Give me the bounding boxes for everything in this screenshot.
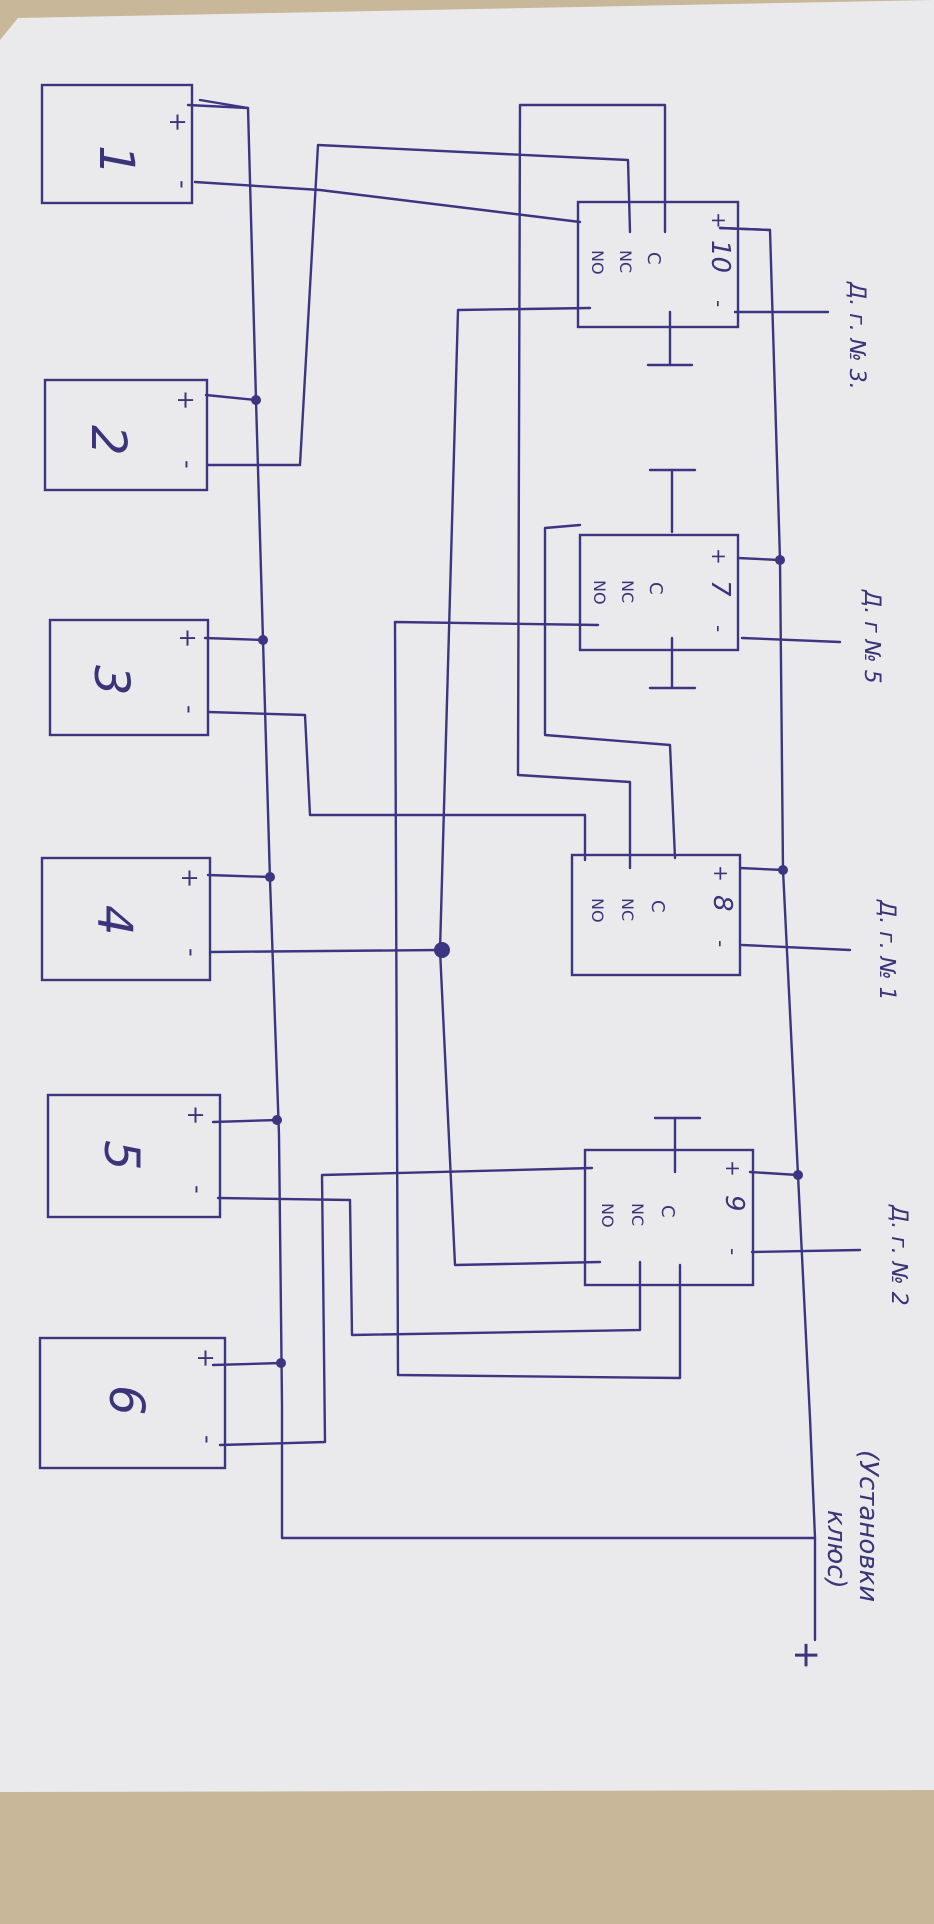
relay-7: + 7 - C NC NO Д. г № 5 xyxy=(578,533,884,684)
relay-8-nc: NC xyxy=(618,898,637,921)
relay-9-minus: - xyxy=(721,1248,745,1255)
relay-7-no: NO xyxy=(590,580,609,605)
relay-10-number: 10 xyxy=(705,240,735,273)
relay-7-number: 7 xyxy=(705,580,735,597)
relay-7-minus: - xyxy=(707,625,731,632)
block-4: 4 + - xyxy=(40,856,212,982)
block-1-plus: + xyxy=(164,112,192,132)
block-4-number: 4 xyxy=(86,905,142,936)
sensor-1-label: Д. г. № 1 xyxy=(874,899,899,1001)
power-plus: + xyxy=(786,1640,827,1670)
block-6-plus: + xyxy=(192,1348,220,1368)
relay-9-plus: + xyxy=(721,1160,745,1177)
block-2-plus: + xyxy=(172,390,200,410)
relay-8-plus: + xyxy=(709,865,733,882)
relay-8-no: NO xyxy=(588,898,607,923)
relays: + 10 - C NC NO Д. г. № 3. + 7 - C NC NO … xyxy=(570,200,911,1306)
relay-10-plus: + xyxy=(707,212,731,229)
relay-9-no: NO xyxy=(598,1203,617,1228)
relay-10-no: NO xyxy=(588,250,607,275)
junction-dot xyxy=(276,1358,286,1368)
power-supply-label: (Установки клюс) + xyxy=(786,1450,883,1670)
block-3-plus: + xyxy=(174,628,202,648)
relay-7-c: C xyxy=(645,582,666,595)
block-2: 2 + - xyxy=(43,378,209,492)
relay-9: + 9 - C NC NO Д. г. № 2 xyxy=(583,1148,911,1306)
junction-dot xyxy=(258,635,268,645)
junction-dot xyxy=(778,865,788,875)
junction-dot xyxy=(775,555,785,565)
junction-dot xyxy=(265,872,275,882)
power-label-line1: (Установки xyxy=(853,1450,883,1602)
block-3: 3 + - xyxy=(48,618,210,737)
junction-dot xyxy=(272,1115,282,1125)
relay-10: + 10 - C NC NO Д. г. № 3. xyxy=(576,200,869,390)
wire-relay7-minus xyxy=(740,636,842,644)
wire-relay7-loop xyxy=(543,523,677,860)
wire-relay10-plus xyxy=(718,226,772,232)
block-2-minus: - xyxy=(174,460,202,469)
relay-9-number: 9 xyxy=(719,1195,749,1212)
wires xyxy=(186,98,862,1642)
wire-relay7-no xyxy=(393,620,682,1380)
wire-block5-plus xyxy=(211,1118,279,1124)
wire-block4-plus xyxy=(206,873,272,879)
block-2-number: 2 xyxy=(80,425,136,456)
wire-top-loop xyxy=(516,103,667,870)
relay-8-minus: - xyxy=(709,940,733,947)
paper-sheet xyxy=(0,0,934,1792)
relay-8: + 8 - C NC NO Д. г. № 1 xyxy=(570,853,899,1001)
block-5-plus: + xyxy=(182,1105,210,1125)
block-5-number: 5 xyxy=(93,1140,149,1171)
relay-8-number: 8 xyxy=(707,895,737,912)
relay-7-nc: NC xyxy=(618,580,637,603)
wire-block6-minus xyxy=(218,1166,594,1447)
wire-relay9-minus xyxy=(750,1248,862,1254)
sensor-2-label: Д. г. № 2 xyxy=(886,1204,911,1306)
block-5-minus: - xyxy=(184,1185,212,1194)
junction-dot xyxy=(793,1170,803,1180)
relay-8-c: C xyxy=(647,900,668,913)
block-5: 5 + - xyxy=(46,1093,222,1219)
block-1: 1 + - xyxy=(40,83,197,205)
block-6-minus: - xyxy=(194,1435,222,1444)
block-6-number: 6 xyxy=(98,1385,154,1416)
block-1-minus: - xyxy=(169,180,197,189)
junction-dot xyxy=(434,942,450,958)
wire-block2-plus xyxy=(204,393,258,402)
blocks: 1 + - 2 + - 3 + - 4 + - xyxy=(38,83,227,1470)
wire-block1-minus xyxy=(193,180,582,224)
relay-10-nc: NC xyxy=(616,250,635,273)
wire-block1-plus xyxy=(186,103,250,110)
block-3-minus: - xyxy=(176,705,204,714)
relay-10-minus: - xyxy=(707,300,731,307)
wire-block3-plus xyxy=(203,636,265,642)
wire-relay8-plus xyxy=(738,866,785,872)
wire-block2-minus xyxy=(206,143,632,467)
block-3-number: 3 xyxy=(83,665,139,696)
block-1-number: 1 xyxy=(88,145,144,176)
sensor-3-label: Д. г. № 3. xyxy=(844,281,869,390)
wire-plus-bus xyxy=(198,98,817,1642)
wire-block3-minus xyxy=(206,710,587,862)
block-6: 6 + - xyxy=(38,1336,227,1470)
junction-dot xyxy=(251,395,261,405)
relay-9-nc: NC xyxy=(628,1203,647,1226)
relay-7-plus: + xyxy=(707,548,731,565)
wire-relay8-minus xyxy=(740,943,852,952)
wire-relay9-plus xyxy=(748,1170,800,1177)
relay-10-c: C xyxy=(643,252,664,265)
wire-block5-minus xyxy=(216,1196,642,1337)
sensor-5-label: Д. г № 5 xyxy=(859,589,884,684)
relay-9-c: C xyxy=(657,1205,678,1218)
block-4-minus: - xyxy=(178,948,206,957)
junction-dots xyxy=(251,395,803,1368)
block-4-plus: + xyxy=(176,868,204,888)
wire-relay7-plus xyxy=(736,556,782,562)
wire-block4-minus xyxy=(208,948,442,954)
power-label-line2: клюс) xyxy=(821,1510,851,1589)
